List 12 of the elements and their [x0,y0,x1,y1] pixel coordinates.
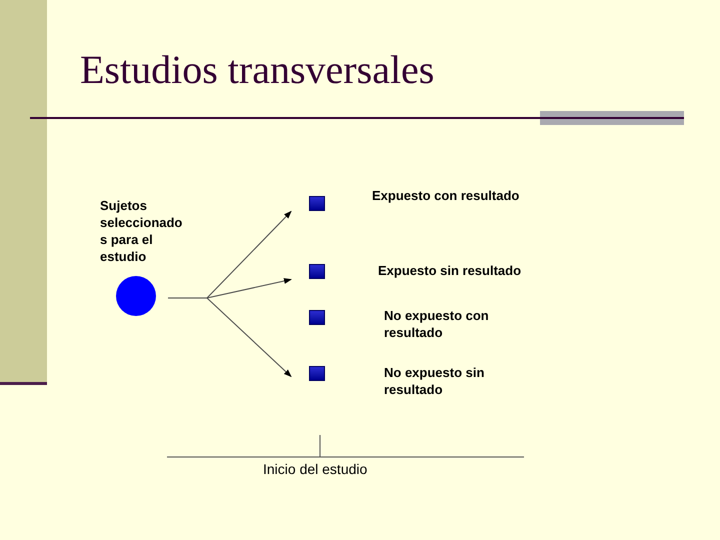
outcome-label: No expuesto sin resultado [384,364,486,398]
square [309,196,325,211]
node-label: Sujetos seleccionado s para el estudio [100,197,184,265]
timeline-label: Inicio del estudio [263,460,368,478]
square [309,366,325,381]
slide-title: Estudios transversales [80,46,434,94]
square [309,264,325,279]
square [309,310,325,325]
outcome-label: Expuesto sin resultado [378,262,522,279]
outcome-label: No expuesto con resultado [384,307,490,341]
outcome-label: Expuesto con resultado [372,187,520,204]
arrow [168,298,292,378]
